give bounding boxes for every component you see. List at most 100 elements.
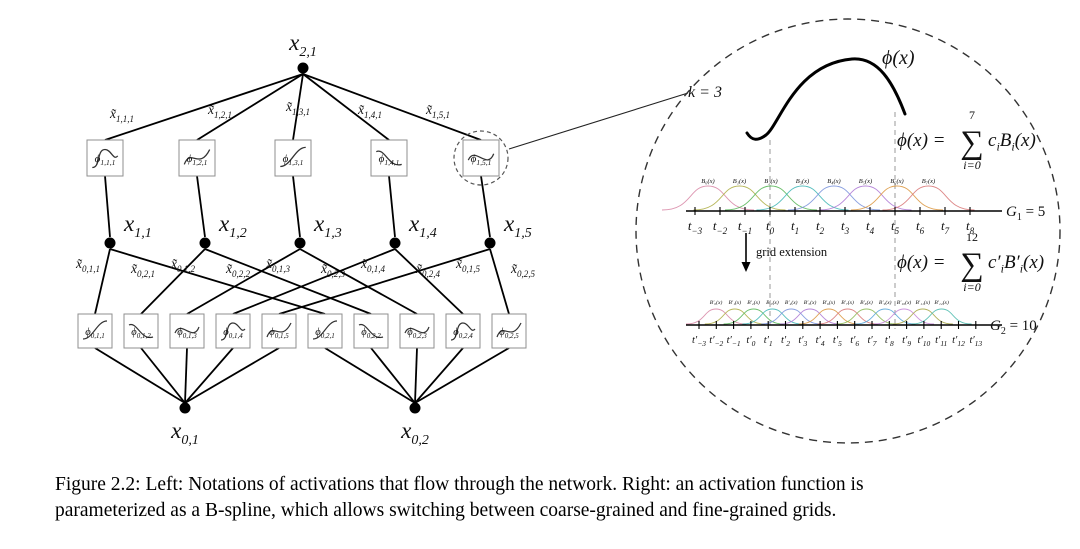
tick-label: t4 [866, 218, 875, 236]
basis-curve [723, 308, 784, 325]
tick-label: t′−1 [727, 335, 741, 348]
activation-function-label: ϕ0,1,1 [85, 327, 104, 340]
basis-function-label: B′₀(x) [710, 299, 723, 306]
activation-curve-icon [92, 148, 119, 169]
basis-function-label: B₃(x) [796, 178, 809, 185]
activation-curve-icon [183, 149, 211, 165]
hidden-node-label: x1,2 [218, 211, 247, 241]
input-node-label: x0,1 [170, 418, 199, 448]
grid-extension-label: grid extension [756, 245, 828, 259]
pre-activation-label: x̃0,1,2 [170, 256, 196, 274]
activation-function-label: ϕ0,1,2 [131, 327, 151, 340]
activation-function-label: ϕ0,1,5 [269, 327, 289, 340]
tick-label: t2 [816, 218, 825, 236]
network-edge [184, 347, 234, 404]
node-dot-output [297, 62, 309, 74]
caption-line-1: Figure 2.2: Left: Notations of activatio… [55, 474, 864, 495]
network-edge [394, 248, 464, 315]
network-edge [109, 248, 326, 315]
pre-activation-label: x̃1,4,1 [357, 102, 382, 120]
activation-box [274, 139, 312, 177]
activation-curve-icon [174, 326, 200, 334]
tick-label: t6 [916, 218, 925, 236]
activation-curve-path [266, 322, 292, 338]
tick-label: t′1 [764, 335, 773, 348]
basis-curve [756, 185, 849, 211]
network-edge [292, 175, 301, 238]
pre-activation-label: x̃0,2,1 [130, 261, 155, 279]
network-edge [388, 175, 396, 238]
pre-activation-label: x̃0,1,5 [455, 256, 481, 274]
basis-function-label: B′₄(x) [785, 299, 798, 306]
basis-curve [819, 185, 912, 211]
magnifier-connector-line [508, 92, 689, 150]
network-edge [184, 347, 280, 404]
activation-curve-path [220, 322, 246, 341]
tick-label: t′2 [781, 335, 790, 348]
hidden-node-label: x1,1 [123, 211, 152, 241]
basis-curve [787, 185, 881, 211]
basis-function-label: B′₃(x) [766, 299, 779, 306]
sigma-icon: ∑ [960, 247, 984, 283]
network-edge [140, 347, 186, 404]
activation-curve-icon [358, 323, 384, 339]
tick-label: t7 [941, 218, 950, 236]
network-edge [324, 347, 416, 404]
sigma-upper-limit: 7 [969, 108, 975, 122]
activation-box [261, 313, 297, 349]
pre-activation-label: x̃0,2,4 [415, 261, 441, 279]
activation-curve-path [183, 149, 211, 165]
node-dot-hidden [104, 237, 116, 249]
activation-curve-icon [496, 322, 522, 338]
activation-box [77, 313, 113, 349]
activation-curve-path [467, 153, 495, 161]
network-edge [414, 347, 464, 404]
grid-size-label: G2 = 10 [990, 318, 1037, 337]
basis-curve [761, 308, 822, 325]
k-order-label: k = 3 [688, 84, 722, 101]
network-edge [186, 248, 301, 315]
node-dot-hidden [294, 237, 306, 249]
tick-label: t′0 [746, 335, 755, 348]
basis-curve [882, 185, 975, 211]
sigma-lower-limit: i=0 [963, 158, 980, 172]
tick-label: t′9 [902, 335, 911, 348]
grid-size-label: G1 = 5 [1006, 204, 1045, 223]
formula-term: ciBi(x) [988, 130, 1036, 154]
activation-curve-path [404, 326, 430, 334]
activation-curve-path [312, 320, 338, 340]
activation-curve-icon [266, 322, 292, 338]
basis-curve [817, 308, 878, 325]
basis-function-label: B′₁₁(x) [916, 299, 931, 306]
basis-function-label: B′₁(x) [729, 299, 742, 306]
activation-box [178, 139, 216, 177]
network-edge [370, 347, 416, 404]
node-dot-input [179, 402, 191, 414]
activation-curve-icon [376, 150, 402, 166]
zoom-target-circle [453, 130, 509, 186]
basis-function-label: B′₂(x) [747, 299, 760, 306]
basis-curve [892, 308, 953, 325]
basis-function-label: B₅(x) [859, 178, 872, 185]
activation-function-label: ϕ0,2,5 [499, 327, 519, 340]
basis-function-label: B′₇(x) [841, 299, 854, 306]
pre-activation-label: x̃0,2,5 [510, 261, 536, 279]
activation-curve-path [128, 323, 154, 339]
basis-curve [704, 308, 765, 325]
pre-activation-label: x̃0,2,2 [225, 261, 251, 279]
activation-curve-icon [404, 326, 430, 334]
pre-activation-label: x̃0,1,4 [360, 256, 386, 274]
basis-function-label: B′₁₀(x) [897, 299, 912, 306]
basis-function-label: B₀(x) [701, 178, 714, 185]
basis-curve [911, 308, 972, 325]
basis-function-label: B′₉(x) [879, 299, 892, 306]
network-edge [196, 73, 304, 141]
activation-function-label: ϕ0,1,3 [177, 327, 197, 340]
hidden-node-label: x1,5 [503, 211, 532, 241]
activation-box [370, 139, 408, 177]
basis-function-label: B₆(x) [890, 178, 903, 185]
pre-activation-label: x̃0,1,3 [265, 256, 291, 274]
activation-curve-icon [128, 323, 154, 339]
